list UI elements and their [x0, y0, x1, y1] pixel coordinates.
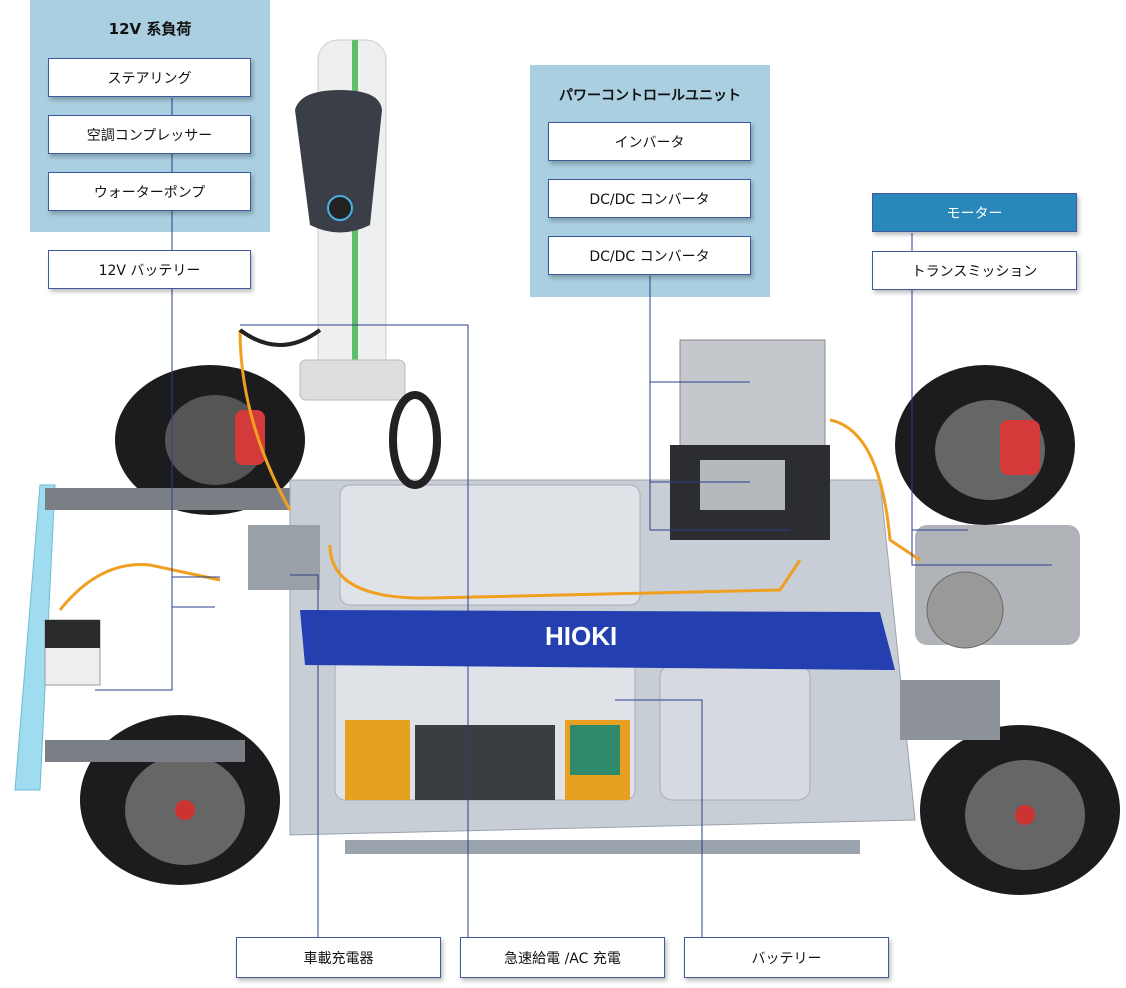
label-dcdc-converter-2[interactable]: DC/DC コンバータ: [548, 236, 751, 275]
label-dcdc-converter-1[interactable]: DC/DC コンバータ: [548, 179, 751, 218]
charging-station: [295, 39, 406, 401]
12v-load-title: 12V 系負荷: [108, 20, 192, 38]
label-quick-charging[interactable]: 急速給電 /AC 充電: [460, 937, 665, 978]
pcu-title: パワーコントロールユニット: [559, 88, 741, 104]
label-steering[interactable]: ステアリング: [48, 58, 251, 97]
label-transmission[interactable]: トランスミッション: [872, 251, 1077, 290]
onboard-charger: [248, 525, 320, 590]
steering-wheel: [389, 391, 441, 489]
front-frame: [45, 488, 305, 510]
label-ac-compressor[interactable]: 空調コンプレッサー: [48, 115, 251, 154]
power-control-unit: [670, 339, 830, 540]
brand-bar: HIOKI: [300, 610, 895, 670]
battery-12v-illustration: [44, 619, 101, 686]
motor-transmission: [900, 525, 1080, 740]
brand-logo: HIOKI: [545, 621, 617, 651]
label-onboard-charger[interactable]: 車載充電器: [236, 937, 441, 978]
label-battery[interactable]: バッテリー: [684, 937, 889, 978]
front-bumper: [14, 484, 56, 791]
label-motor[interactable]: モーター: [872, 193, 1077, 232]
label-water-pump[interactable]: ウォーターポンプ: [48, 172, 251, 211]
label-inverter[interactable]: インバータ: [548, 122, 751, 161]
label-12v-battery[interactable]: 12V バッテリー: [48, 250, 251, 289]
